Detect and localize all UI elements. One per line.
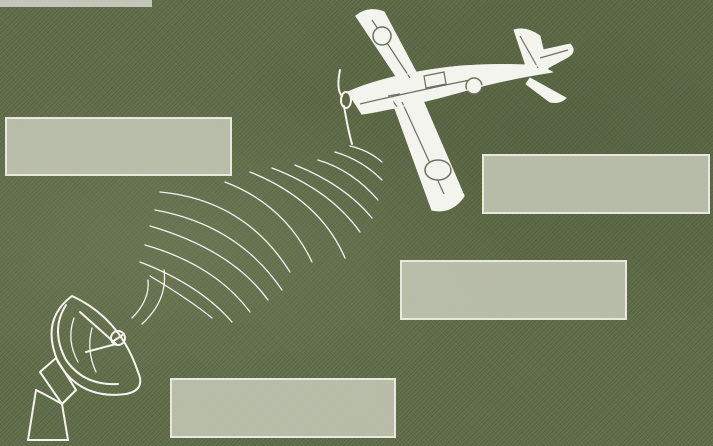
airplane-icon	[0, 0, 713, 446]
diagram-canvas	[0, 0, 713, 446]
